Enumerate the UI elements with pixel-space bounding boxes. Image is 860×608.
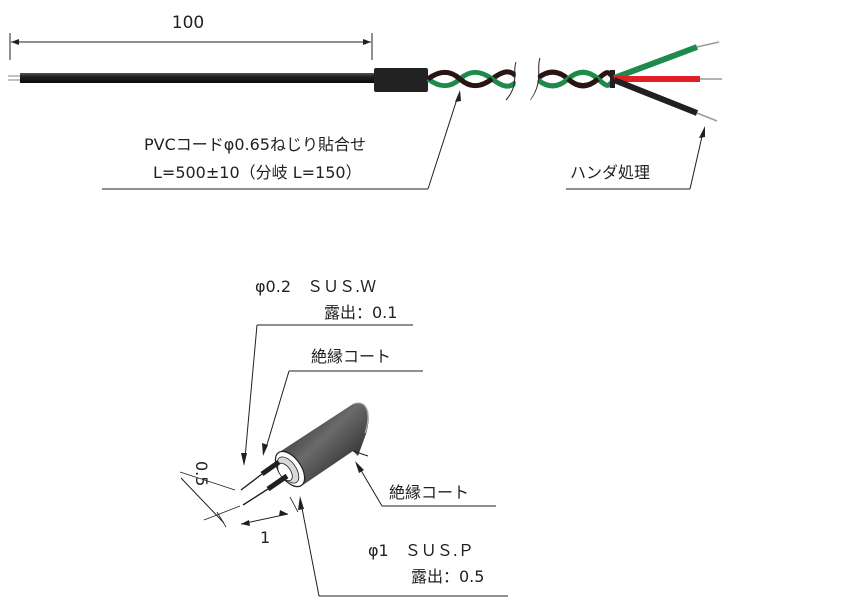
dim-1-label: 1	[260, 528, 270, 547]
branch-clip	[610, 70, 615, 88]
dimension-1: 1	[216, 496, 299, 547]
dimension-0-5: 0.5	[179, 461, 241, 524]
transition-sleeve	[374, 68, 428, 92]
solder-callout: ハンダ処理	[566, 126, 705, 190]
wire1-spec-line1: φ0.2 ＳＵＳ.Ｗ	[255, 277, 376, 296]
insulation-top-callout: 絶縁コート	[262, 347, 423, 456]
wire1-spec-line2: 露出：0.1	[324, 303, 397, 322]
wire1-callout: φ0.2 ＳＵＳ.Ｗ 露出：0.1	[241, 277, 413, 466]
dim-0-5-label: 0.5	[192, 461, 211, 486]
wire2-spec-line2: 露出：0.5	[411, 567, 484, 586]
dimension-100: 100	[9, 13, 373, 60]
dim-100-label: 100	[172, 13, 204, 33]
insulation-right-label: 絶縁コート	[389, 483, 469, 502]
wire2-spec-line1: φ1 ＳＵＳ.Ｐ	[368, 541, 474, 560]
twisted-cord	[426, 69, 614, 89]
split-leads	[612, 41, 722, 122]
probe-tip-body	[274, 402, 369, 488]
insulation-right-callout: 絶縁コート	[355, 461, 496, 507]
cord-spec-line2: L=500±10（分岐 L=150）	[153, 163, 362, 182]
break-symbol	[505, 57, 541, 101]
solder-label: ハンダ処理	[570, 163, 650, 182]
insulation-top-label: 絶縁コート	[311, 347, 391, 366]
probe-sheath	[8, 73, 376, 83]
cord-spec-line1: PVCコードφ0.65ねじり貼合せ	[144, 135, 366, 154]
cord-callout: PVCコードφ0.65ねじり貼合せ L=500±10（分岐 L=150）	[102, 90, 461, 190]
wire2-callout: φ1 ＳＵＳ.Ｐ 露出：0.5	[298, 496, 508, 597]
probe-wires	[240, 459, 289, 506]
